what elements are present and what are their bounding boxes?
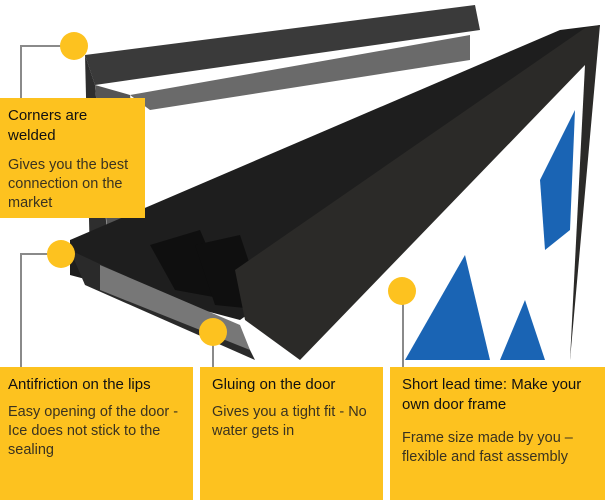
connector-line-corners-h <box>20 45 65 47</box>
callout-corners-welded: Corners are welded Gives you the best co… <box>0 98 145 218</box>
callout-dot-antifriction <box>47 240 75 268</box>
callout-description: Gives you a tight fit - No water gets in <box>212 404 367 439</box>
callout-gluing: Gluing on the door Gives you a tight fit… <box>200 367 383 500</box>
callout-title: Antifriction on the lips <box>8 376 151 393</box>
connector-line-gluing <box>212 340 214 367</box>
connector-line-corners <box>20 45 22 98</box>
connector-line-antifriction-h <box>20 253 62 255</box>
callout-description: Frame size made by you – flexible and fa… <box>402 430 573 465</box>
callout-description: Easy opening of the door - Ice does not … <box>8 404 179 458</box>
callout-title: Gluing on the door <box>212 376 336 393</box>
callout-dot-corners <box>60 32 88 60</box>
connector-line-antifriction <box>20 253 22 367</box>
callout-antifriction: Antifriction on the lips Easy opening of… <box>0 367 193 500</box>
callout-lead-time: Short lead time: Make your own door fram… <box>390 367 605 500</box>
callout-dot-gluing <box>199 318 227 346</box>
callout-dot-lead-time <box>388 277 416 305</box>
connector-line-lead-time <box>402 300 404 367</box>
callout-description: Gives you the best connection on the mar… <box>8 157 129 211</box>
callout-title: Corners are welded <box>8 107 88 144</box>
callout-title: Short lead time: Make your own door fram… <box>402 376 582 413</box>
